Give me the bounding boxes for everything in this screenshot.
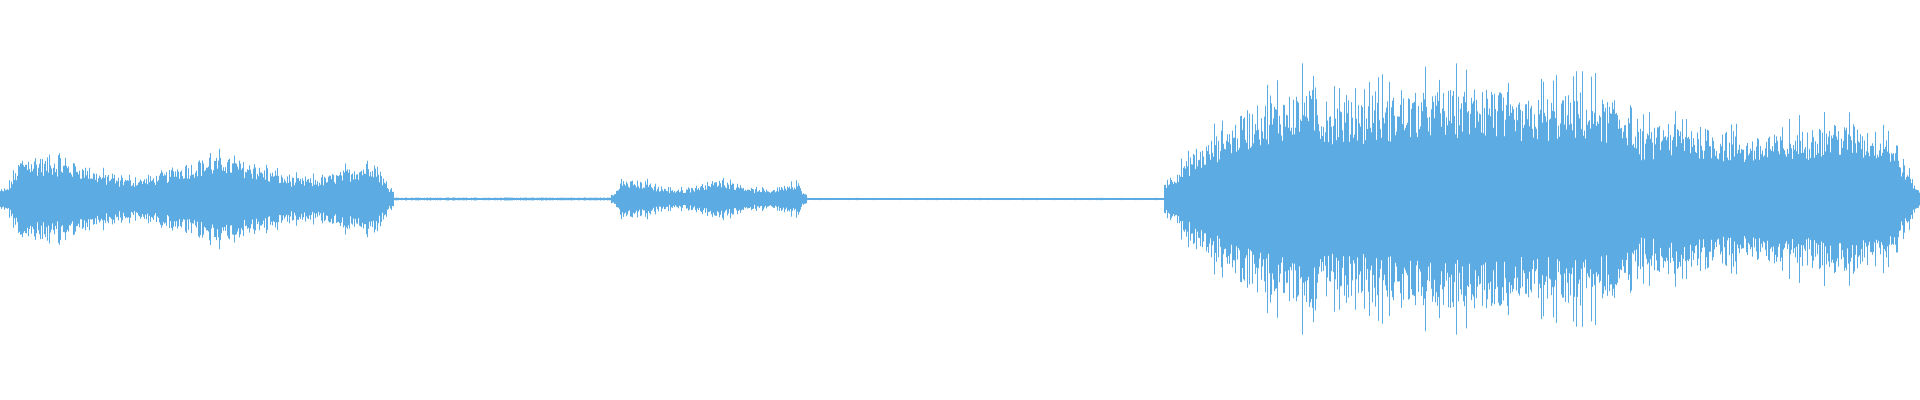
audio-waveform[interactable] (0, 0, 1920, 400)
